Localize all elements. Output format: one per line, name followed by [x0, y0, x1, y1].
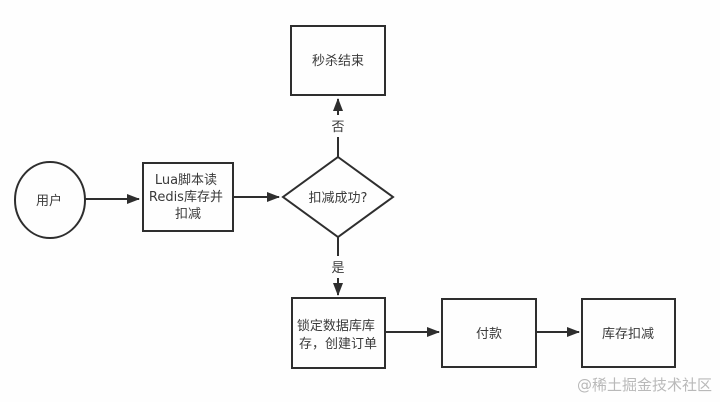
payment-rect — [441, 298, 537, 368]
seckill-end-label: 秒杀结束 — [312, 54, 364, 69]
lua-script-rect — [142, 162, 234, 232]
payment-label: 付款 — [476, 327, 502, 342]
lua-script-line2: Redis库存并 — [149, 189, 223, 205]
lua-script-line1: Lua脚本读 — [155, 172, 217, 188]
stock-deduction-label: 库存扣减 — [602, 326, 654, 342]
lock-db-line2: 存，创建订单 — [299, 337, 377, 352]
edge-label-no: 否 — [331, 120, 344, 135]
lock-db-label: 锁定数据库库 存，创建订单 — [297, 318, 379, 352]
edges: 否 是 — [84, 98, 580, 337]
user-label: 用户 — [36, 193, 62, 209]
watermark: @稀土掘金技术社区 — [577, 376, 712, 394]
seckill-end-node: 秒杀结束 — [290, 25, 386, 96]
edge-label-yes: 是 — [331, 261, 344, 276]
user-ellipse — [14, 161, 86, 239]
user-node: 用户 — [14, 161, 86, 239]
decision-label: 扣减成功? — [309, 191, 368, 206]
seckill-end-rect — [290, 25, 386, 96]
nodes: 用户 Lua脚本读 Redis库存并 扣减 扣减成功? 秒杀结束 — [14, 25, 676, 369]
yes-label-background — [329, 256, 347, 278]
lock-db-rect — [291, 297, 386, 369]
no-label-background — [329, 115, 347, 137]
stock-deduction-node: 库存扣减 — [581, 298, 676, 368]
lock-db-node: 锁定数据库库 存，创建订单 — [291, 297, 386, 369]
decision-node: 扣减成功? — [281, 155, 395, 239]
lua-script-label: Lua脚本读 Redis库存并 扣减 — [149, 172, 227, 222]
lua-script-line3: 扣减 — [175, 207, 201, 222]
lua-script-node: Lua脚本读 Redis库存并 扣减 — [142, 162, 234, 232]
payment-node: 付款 — [441, 298, 537, 368]
decision-diamond — [281, 155, 395, 239]
stock-deduction-rect — [581, 298, 676, 368]
lock-db-line1: 锁定数据库库 — [297, 318, 375, 334]
